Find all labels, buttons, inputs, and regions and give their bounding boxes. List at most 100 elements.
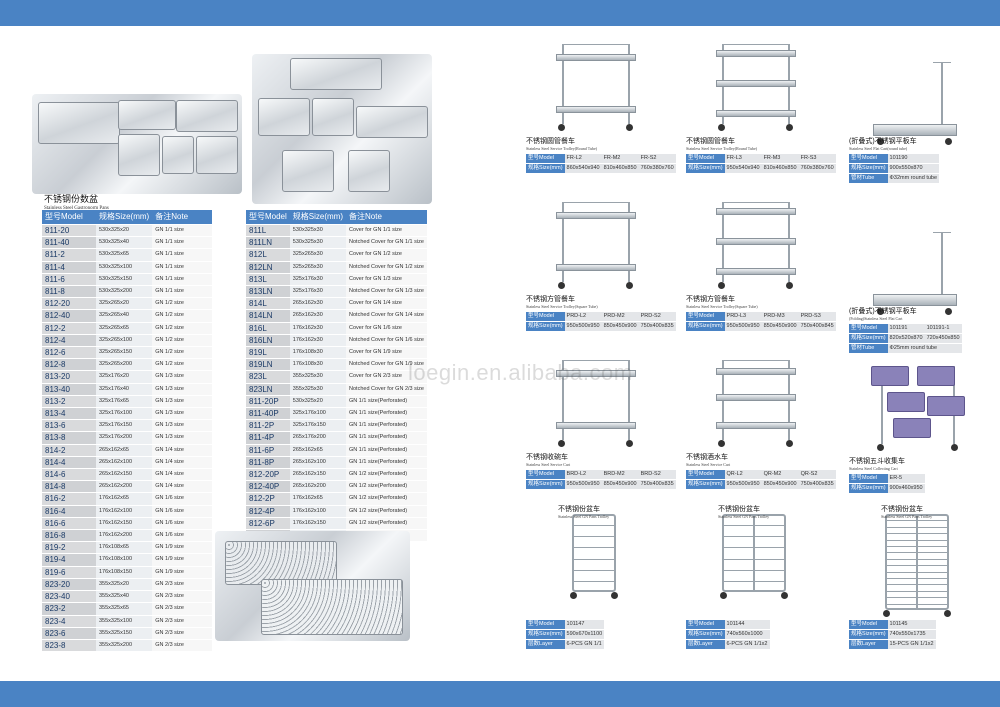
cell-model: 819L — [246, 346, 290, 360]
spec-label-model: 型号Model — [686, 154, 725, 164]
cell-model: 816-2 — [42, 492, 96, 506]
cell-note: GN 1/4 size — [152, 456, 212, 470]
frame-rail — [722, 202, 790, 203]
spec-label-size: 规格Size(mm) — [686, 479, 725, 490]
cell-model: 816-6 — [42, 517, 96, 531]
trolley-name-cn: 不锈钢收碗车 — [526, 454, 568, 461]
cell-model: 811-6P — [246, 444, 290, 457]
cell-note: GN 1/2 size — [152, 309, 212, 323]
trolley-name-cn: (折叠式)不锈钢平板车 — [849, 138, 917, 145]
wheel-icon — [786, 440, 793, 447]
cell-note: GN 1/2 size(Perforated) — [346, 492, 427, 506]
shelf — [716, 208, 796, 215]
frame-post — [562, 44, 564, 124]
cell-model: 811-2 — [42, 248, 96, 262]
trolley-name-en: Stainless Steel Service Cart — [686, 462, 731, 467]
trolley-name-cn: 不锈钢份盆车 — [718, 506, 760, 513]
cell-size: 355x325x65 — [96, 602, 153, 616]
spec-size: 810x460x850 — [601, 163, 639, 174]
shelf — [556, 422, 636, 429]
cell-model: 823-8 — [42, 639, 96, 653]
spec-model: PRD-L2 — [564, 312, 602, 322]
trolley-name-en: Stainless Steel Service Trolley(Round Tu… — [526, 146, 598, 151]
cell-size: 530x325x100 — [96, 261, 153, 274]
wheel-icon — [558, 282, 565, 289]
cell-size: 176x108x30 — [289, 346, 347, 360]
cell-note: GN 1/1 size — [152, 248, 212, 262]
trolley-name-cn: (折叠式)不锈钢平板车 — [849, 308, 917, 315]
spec-size: 750x400x835 — [638, 321, 676, 332]
spec-size: 850x450x900 — [601, 321, 639, 332]
cell-model: 814-8 — [42, 480, 96, 494]
cell-model: 814-6 — [42, 468, 96, 482]
cell-model: 823-6 — [42, 627, 96, 640]
cell-note: GN 1/2 size(Perforated) — [346, 480, 427, 494]
spec-model: ER-5 — [887, 474, 925, 484]
spec-label-model: 型号Model — [686, 312, 725, 322]
trolley-name-cn: 不锈钢圆管餐车 — [686, 138, 735, 145]
spec-size: 950x500x950 — [564, 321, 602, 332]
spec-size: 720x450x850 — [924, 333, 962, 344]
spec-label-model: 型号Model — [686, 470, 725, 480]
cell-note: GN 2/3 size — [152, 639, 212, 653]
cell-size: 355x325x100 — [96, 615, 153, 628]
shelf — [716, 80, 796, 87]
trolley-name-en: Stainless Steel Service Cart — [526, 462, 571, 467]
trolley-name-en: Stainless Steel Service Trolley(Round Tu… — [686, 146, 758, 151]
gastronorm-pans-photo-1 — [32, 94, 242, 194]
spec-label-size: 规格Size(mm) — [686, 321, 725, 332]
trolley-photo — [544, 510, 644, 610]
bin — [927, 396, 965, 416]
col-header-size: 规格Size(mm) — [289, 210, 347, 225]
cell-model: 812-20 — [42, 297, 96, 311]
wheel-icon — [718, 282, 725, 289]
spec-size: 740x560x1000 — [724, 629, 770, 640]
trolley-name-en: Stainless Steel Service Trolley(Square T… — [526, 304, 598, 309]
cell-model: 811-4P — [246, 431, 290, 445]
cell-note: Notched Cover for GN 1/4 size — [346, 309, 427, 323]
cell-model: 814L — [246, 297, 290, 311]
spec-row-size: 规格Size(mm)590x670x1100 — [526, 629, 605, 640]
spec-model: 101145 — [887, 620, 936, 630]
cell-note: GN 1/3 size — [152, 407, 212, 421]
trolley-name-cn: 不锈钢方管餐车 — [526, 296, 575, 303]
cell-size: 355x325x40 — [96, 590, 153, 604]
spec-label-model: 型号Model — [686, 620, 725, 630]
cell-note: GN 2/3 size — [152, 578, 212, 592]
spec-row-size: 规格Size(mm)740x560x1000 — [686, 629, 770, 640]
cell-model: 812-6P — [246, 517, 290, 531]
shelf — [556, 54, 636, 61]
trolley-name-cn: 不锈钢方管餐车 — [686, 296, 735, 303]
cell-size: 325x265x30 — [289, 248, 347, 262]
cell-note: Cover for GN 1/4 size — [346, 297, 427, 311]
spec-label-size: 规格Size(mm) — [526, 163, 565, 174]
spec-label-model: 型号Model — [849, 324, 888, 334]
cell-size: 325x176x100 — [289, 407, 347, 421]
rack-rail — [572, 580, 616, 582]
spec-model: FR-M3 — [761, 154, 799, 164]
cell-size: 176x162x30 — [289, 322, 347, 335]
cell-model: 812-4P — [246, 505, 290, 518]
